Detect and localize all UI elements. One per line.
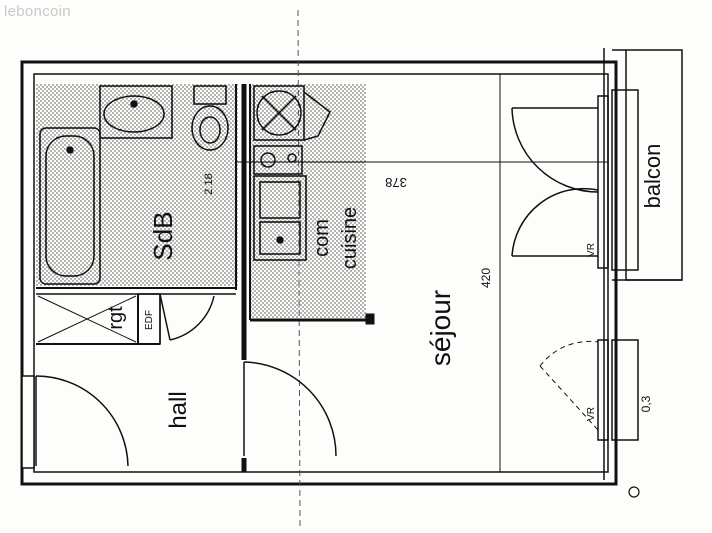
room-label-edf: EDF: [144, 310, 155, 330]
cooktop: [253, 145, 303, 175]
toilet: [191, 85, 229, 151]
dimension-sejour-depth: 420: [479, 268, 493, 288]
sdb-floor-hatch: [36, 84, 238, 286]
dimension-sejour-width: 378: [385, 175, 407, 190]
kitchen-sink: [253, 175, 307, 261]
entrance-door: [21, 375, 129, 469]
room-label-sdb: SdB: [148, 211, 178, 260]
room-label-com: com: [311, 219, 333, 257]
room-label-rgt: rgt: [105, 306, 127, 330]
fold-line: [297, 9, 301, 529]
window-wall: [597, 48, 639, 480]
washbasin: [99, 85, 173, 139]
balcony: [612, 49, 683, 281]
storage-cross: [37, 295, 137, 343]
sejour-door: [243, 361, 337, 457]
vr-mark-top: VR: [586, 243, 597, 257]
dimension-sdb-height: 2.18: [203, 173, 215, 194]
room-label-cuisine: cuisine: [339, 207, 361, 269]
cuisine-floor-hatch: [250, 84, 366, 318]
room-label-sejour: séjour: [425, 290, 456, 366]
vr-mark-bottom: VR: [586, 407, 597, 421]
outer-walls: [20, 60, 618, 486]
edf-panel: [137, 293, 161, 345]
watermark: leboncoin: [4, 3, 71, 20]
handwritten-mark: 0,3: [639, 395, 653, 412]
room-label-hall: hall: [165, 391, 192, 428]
corner-marker: [628, 486, 640, 498]
room-label-balcon: balcon: [640, 144, 665, 209]
bathtub: [39, 127, 101, 285]
window-swing: [539, 340, 599, 431]
balcony-door: [511, 107, 599, 257]
bathroom-door: [159, 293, 215, 341]
laundry-drum: [253, 85, 331, 141]
